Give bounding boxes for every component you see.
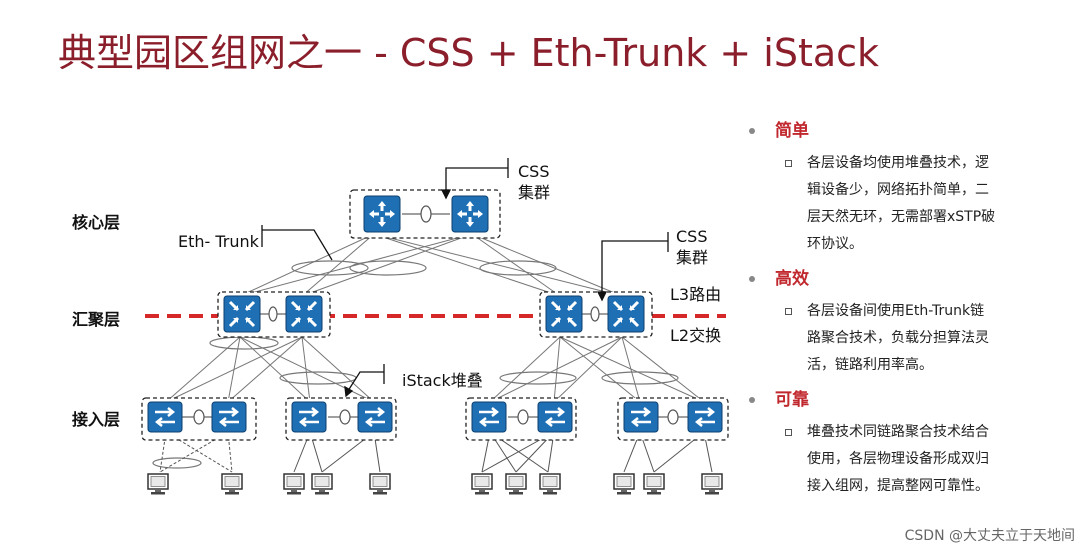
core-router-icon (363, 195, 401, 233)
feature-line: 路聚合技术，负载分担算法灵 (807, 330, 989, 346)
network-topology-diagram: 核心层 汇聚层 接入层 CSS 集群 Eth- Trunk CSS 集群 L3路… (72, 158, 729, 496)
pc-icon (505, 473, 527, 496)
feature-line: 活，链路利用率高。 (807, 357, 933, 373)
layer-label-aggregation: 汇聚层 (72, 310, 120, 329)
bullet-square-icon (785, 308, 792, 315)
feature-section-simple: 简单 各层设备均使用堆叠技术，逻 辑设备少，网络拓扑简单，二 层天然无环，无需部… (745, 118, 1045, 258)
annotation-css-agg: CSS (676, 227, 707, 246)
access-istack-2 (285, 397, 397, 441)
pc-icon (643, 473, 665, 496)
feature-line: 层天然无环，无需部署xSTP破 (807, 209, 996, 225)
feature-heading: 高效 (745, 266, 1045, 292)
access-istack-3 (465, 397, 577, 441)
pc-icon (221, 473, 243, 496)
access-istack-1 (141, 397, 257, 441)
pc-icon (369, 473, 391, 496)
feature-line: 堆叠技术同链路聚合技术结合 (807, 424, 989, 440)
pc-icon (613, 473, 635, 496)
access-switch-icon (290, 400, 328, 434)
feature-list: 简单 各层设备均使用堆叠技术，逻 辑设备少，网络拓扑简单，二 层天然无环，无需部… (745, 118, 1045, 500)
feature-line: 接入组网，提高整网可靠性。 (807, 478, 989, 494)
agg-css-cluster-left (217, 291, 331, 338)
annotation-cluster-core: 集群 (518, 183, 550, 202)
feature-line: 环协议。 (807, 236, 863, 252)
feature-heading-text: 简单 (775, 121, 809, 141)
agg-switch-icon (222, 294, 262, 334)
pc-icon (311, 473, 333, 496)
layer-label-access: 接入层 (72, 410, 120, 429)
annotation-eth-trunk: Eth- Trunk (178, 232, 260, 251)
agg-switch-icon (544, 294, 584, 334)
pc-icon (471, 473, 493, 496)
core-css-cluster (349, 189, 501, 239)
pc-icon (701, 473, 723, 496)
feature-body: 各层设备间使用Eth-Trunk链 路聚合技术，负载分担算法灵 活，链路利用率高… (745, 298, 1037, 379)
feature-section-reliable: 可靠 堆叠技术同链路聚合技术结合 使用，各层物理设备形成双归 接入组网，提高整网… (745, 387, 1045, 500)
eth-trunk-ellipses (152, 260, 679, 469)
feature-heading-text: 可靠 (775, 390, 809, 410)
access-switch-icon (210, 400, 248, 434)
annotation-css-core: CSS (518, 162, 549, 181)
pc-icon (539, 473, 561, 496)
feature-section-efficient: 高效 各层设备间使用Eth-Trunk链 路聚合技术，负载分担算法灵 活，链路利… (745, 266, 1045, 379)
feature-line: 使用，各层物理设备形成双归 (807, 451, 989, 467)
pc-row (147, 473, 723, 496)
annotation-l3-routing: L3路由 (670, 285, 721, 304)
slide-title: 典型园区组网之一 - CSS + Eth-Trunk + iStack (58, 31, 880, 75)
access-switch-icon (686, 400, 724, 434)
pc-icon (147, 473, 169, 496)
watermark: CSDN @大丈夫立于天地间 (904, 528, 1075, 544)
feature-line: 各层设备间使用Eth-Trunk链 (807, 303, 985, 319)
bullet-square-icon (785, 429, 792, 436)
bullet-dot-icon (749, 276, 755, 282)
access-switch-icon (470, 400, 508, 434)
feature-body: 各层设备均使用堆叠技术，逻 辑设备少，网络拓扑简单，二 层天然无环，无需部署xS… (745, 150, 1037, 258)
feature-body: 堆叠技术同链路聚合技术结合 使用，各层物理设备形成双归 接入组网，提高整网可靠性… (745, 419, 1037, 500)
bullet-square-icon (785, 160, 792, 167)
core-agg-links (239, 233, 623, 297)
annotation-cluster-agg: 集群 (676, 248, 708, 267)
layer-label-core: 核心层 (72, 213, 120, 232)
access-switch-icon (146, 400, 184, 434)
feature-line: 辑设备少，网络拓扑简单，二 (807, 182, 989, 198)
agg-switch-icon (606, 294, 646, 334)
annotation-l2-switching: L2交换 (670, 326, 721, 345)
bullet-dot-icon (749, 397, 755, 403)
bullet-dot-icon (749, 128, 755, 134)
annotation-istack: iStack堆叠 (402, 371, 483, 390)
agg-css-cluster-right (539, 291, 653, 338)
callout-lines (261, 158, 669, 398)
feature-heading-text: 高效 (775, 269, 809, 289)
agg-access-links (165, 336, 705, 403)
core-router-icon (451, 195, 489, 233)
feature-heading: 可靠 (745, 387, 1045, 413)
agg-switch-icon (284, 294, 324, 334)
pc-icon (283, 473, 305, 496)
feature-heading: 简单 (745, 118, 1045, 144)
access-switch-icon (356, 400, 394, 434)
access-istack-4 (617, 397, 729, 441)
access-switch-icon (622, 400, 660, 434)
feature-line: 各层设备均使用堆叠技术，逻 (807, 155, 989, 171)
access-switch-icon (536, 400, 574, 434)
